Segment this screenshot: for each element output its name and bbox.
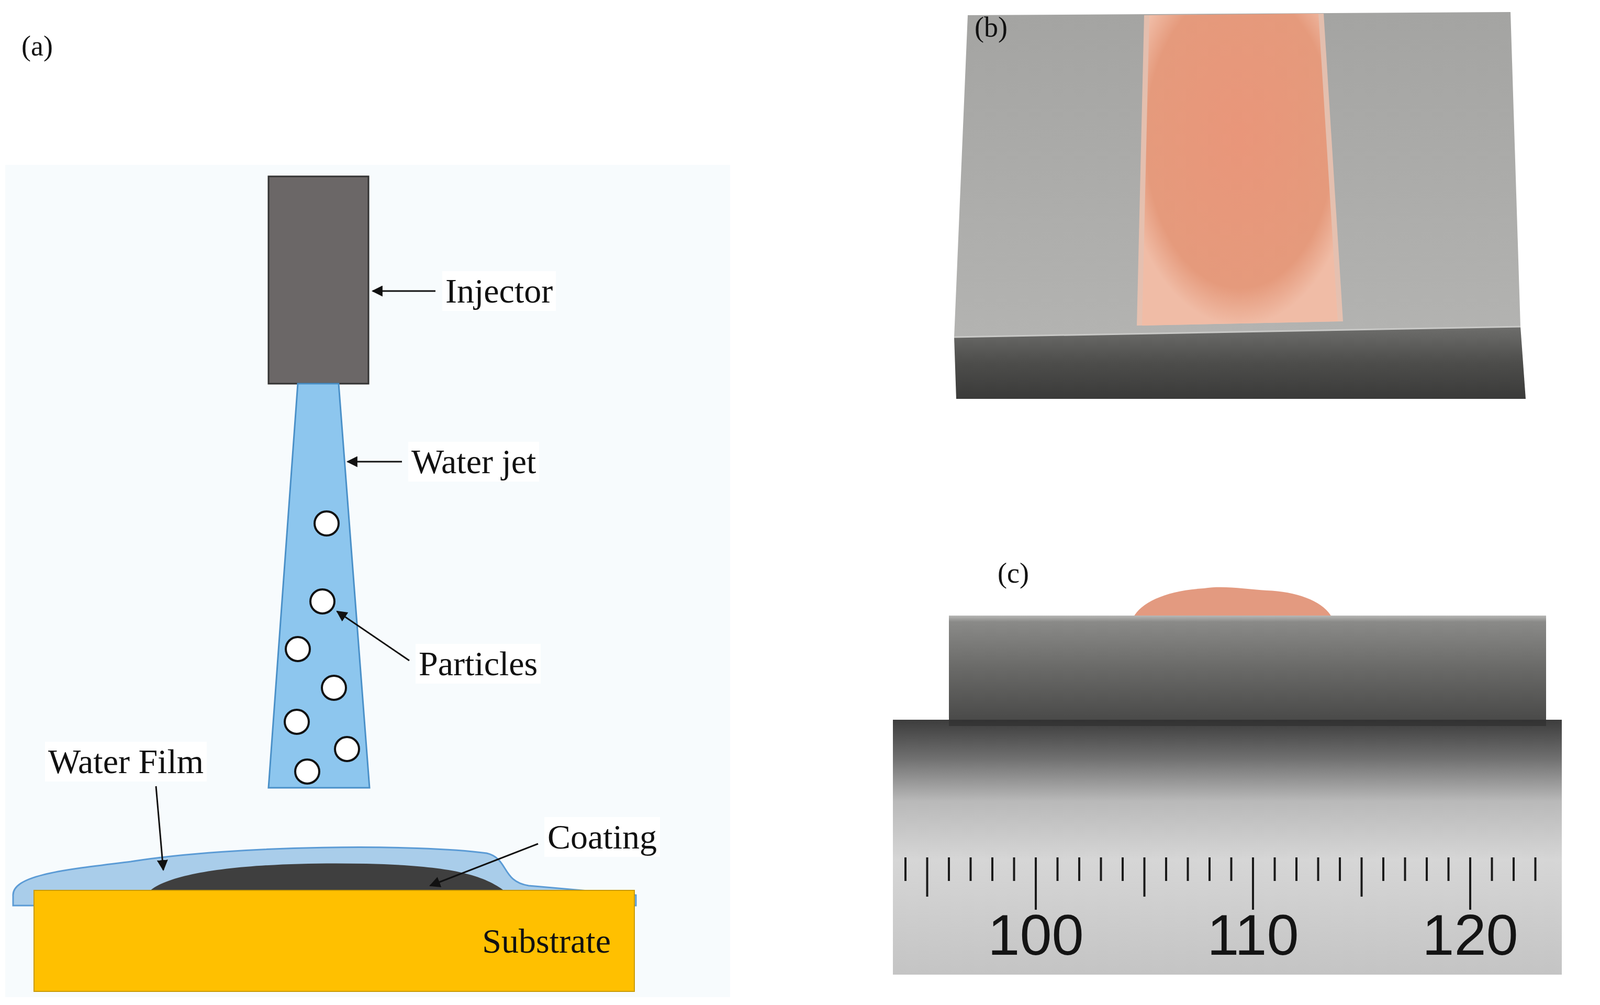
ruler-number: 100 [987,901,1084,969]
water-jet [268,383,370,788]
photo-top-view [954,12,1526,399]
injector-body [268,176,369,384]
part-label: Coating [544,817,660,857]
photo-side-view [892,587,1562,975]
node-text: Substrate [482,921,611,961]
ruler-number: 110 [1206,901,1299,969]
particles [284,511,360,784]
ruler-number: 120 [1422,901,1519,969]
part-label: Water Film [45,741,207,782]
part-label: Injector [442,271,556,311]
panel-letter: (a) [18,29,57,63]
leader-lines [155,291,539,886]
panel-ground [5,164,731,998]
panel-letter: (c) [994,556,1033,590]
part-label: Particles [415,643,541,684]
part-label: Water jet [408,441,540,482]
panel-letter: (b) [971,10,1011,44]
substrate-block: Substrate [33,889,635,992]
